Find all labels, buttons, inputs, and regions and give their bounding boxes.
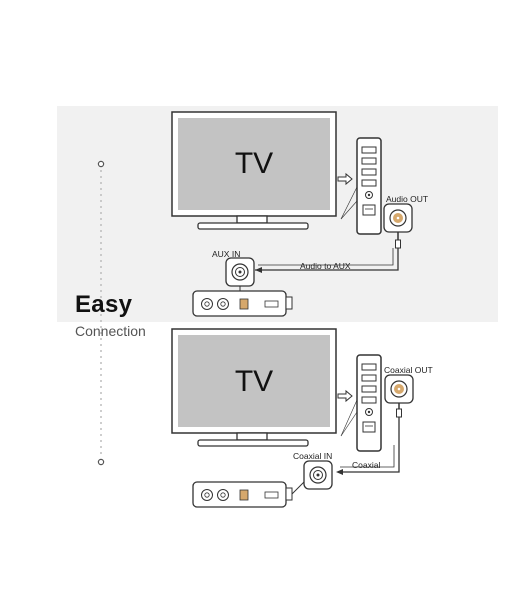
coaxial-out-label: Coaxial OUT — [384, 365, 433, 375]
tv-label: TV — [235, 365, 273, 398]
diagram-coaxial: TV Coaxial OUT — [171, 328, 433, 508]
tv-icon — [171, 328, 337, 447]
tv-back-panel — [340, 354, 382, 452]
arrow-icon — [337, 172, 353, 186]
heading-title: Easy — [75, 291, 133, 318]
coaxial-in-label: Coaxial IN — [293, 451, 332, 461]
arrow-icon — [337, 389, 353, 403]
aux-in-label: AUX IN — [212, 249, 240, 259]
receiver-device — [192, 481, 293, 508]
tv-label: TV — [235, 147, 273, 180]
aux-in-port — [225, 257, 255, 296]
coaxial-out-port — [384, 374, 414, 404]
audio-out-label: Audio OUT — [386, 194, 428, 204]
coaxial-cable — [336, 403, 402, 475]
receiver-device — [192, 290, 293, 317]
timeline — [97, 160, 105, 466]
audio-cable — [255, 232, 401, 273]
tv-back-panel — [340, 137, 382, 235]
coaxial-in-port — [291, 460, 333, 495]
heading-subtitle: Connection — [75, 323, 146, 339]
coaxial-cable-label: Coaxial — [352, 460, 380, 470]
diagram-audio: TV Audio OUT — [171, 111, 428, 317]
timeline-dot-top — [97, 160, 105, 168]
audio-out-port — [383, 203, 413, 233]
audio-cable-label: Audio to AUX — [300, 261, 351, 271]
timeline-dot-bottom — [97, 458, 105, 466]
tv-icon — [171, 111, 337, 230]
